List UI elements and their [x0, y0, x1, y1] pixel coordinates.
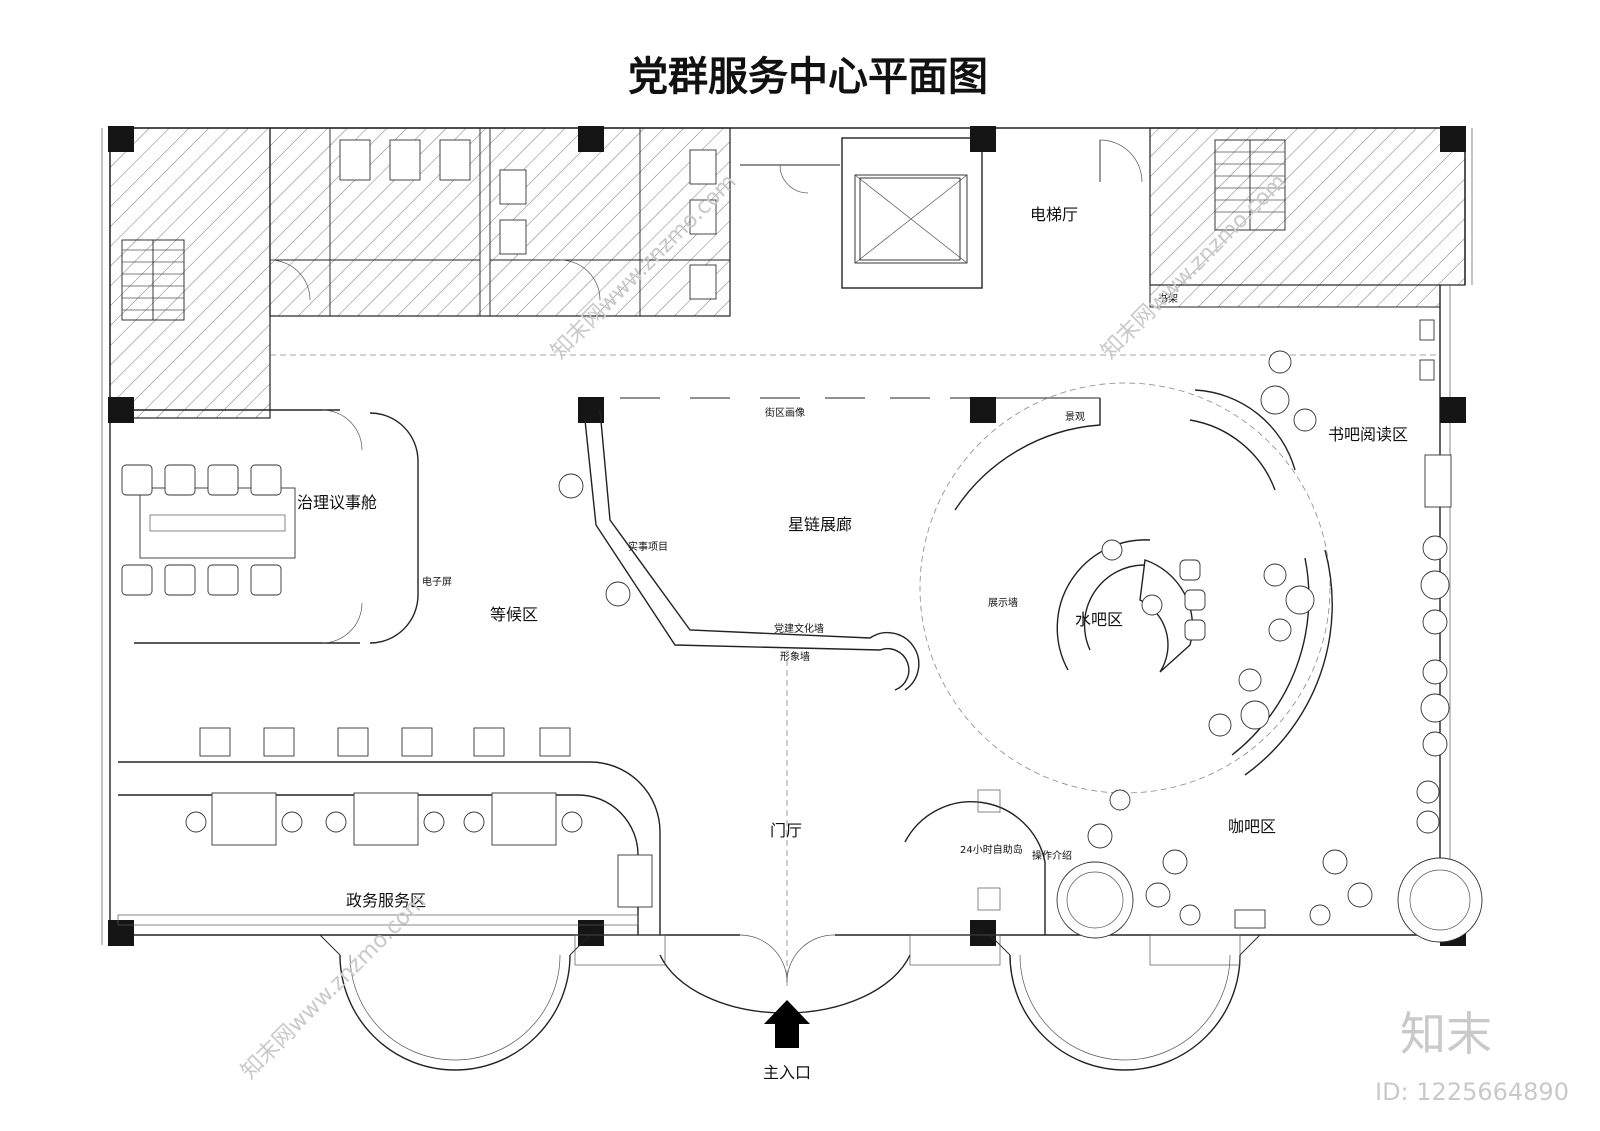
label-cafe: 咖吧区 [1228, 817, 1276, 836]
label-street-portrait: 街区画像 [765, 406, 805, 419]
label-self-service: 24小时自助岛 [960, 843, 1023, 856]
label-party-wall: 党建文化墙 [774, 622, 824, 635]
hatched-service-zones [109, 127, 1466, 419]
label-meeting-cabin: 治理议事舱 [297, 493, 377, 512]
display-disc [605, 581, 631, 607]
reading-area [1189, 319, 1452, 834]
label-display-wall: 展示墙 [988, 596, 1018, 609]
stair-right [1214, 139, 1286, 231]
label-water-bar: 水吧区 [1075, 610, 1123, 629]
water-bar-zone [919, 382, 1331, 794]
doors-upper [740, 139, 1143, 194]
label-reading-area: 书吧阅读区 [1328, 425, 1408, 444]
label-lobby: 门厅 [770, 821, 802, 840]
display-disc [558, 473, 584, 499]
watermark-id: ID: 1225664890 [1375, 1078, 1569, 1106]
front-bay-windows [319, 934, 1261, 1071]
meeting-room [121, 409, 419, 644]
stair-left [121, 239, 185, 321]
label-gov-service: 政务服务区 [346, 891, 426, 910]
label-bookshelf: 书架 [1158, 293, 1178, 305]
label-gallery: 星链展廊 [788, 515, 852, 534]
label-screen: 电子屏 [422, 575, 452, 588]
gov-service-area [117, 727, 661, 935]
watermark-brand: 知末 [1400, 1007, 1492, 1061]
label-elevator-hall: 电梯厅 [1030, 205, 1078, 224]
label-image-wall: 形象墙 [780, 650, 810, 663]
entrance-arrow-icon [764, 1000, 810, 1048]
label-landscape: 景观 [1065, 411, 1085, 423]
restroom-partitions [269, 128, 730, 316]
label-main-entrance: 主入口 [763, 1063, 811, 1082]
watermark-site: 知末网www.znzmo.com [237, 889, 432, 1084]
self-service-island [904, 789, 1046, 935]
cafe-area [1056, 789, 1483, 943]
label-operation-intro: 操作介绍 [1032, 849, 1072, 862]
elevator-block [841, 137, 983, 289]
label-practical-projects: 实事项目 [628, 540, 668, 553]
gallery-walls [584, 397, 1101, 691]
plan-title: 党群服务中心平面图 [628, 54, 988, 100]
label-waiting-area: 等候区 [490, 605, 538, 624]
water-bar-counter [1056, 539, 1206, 673]
